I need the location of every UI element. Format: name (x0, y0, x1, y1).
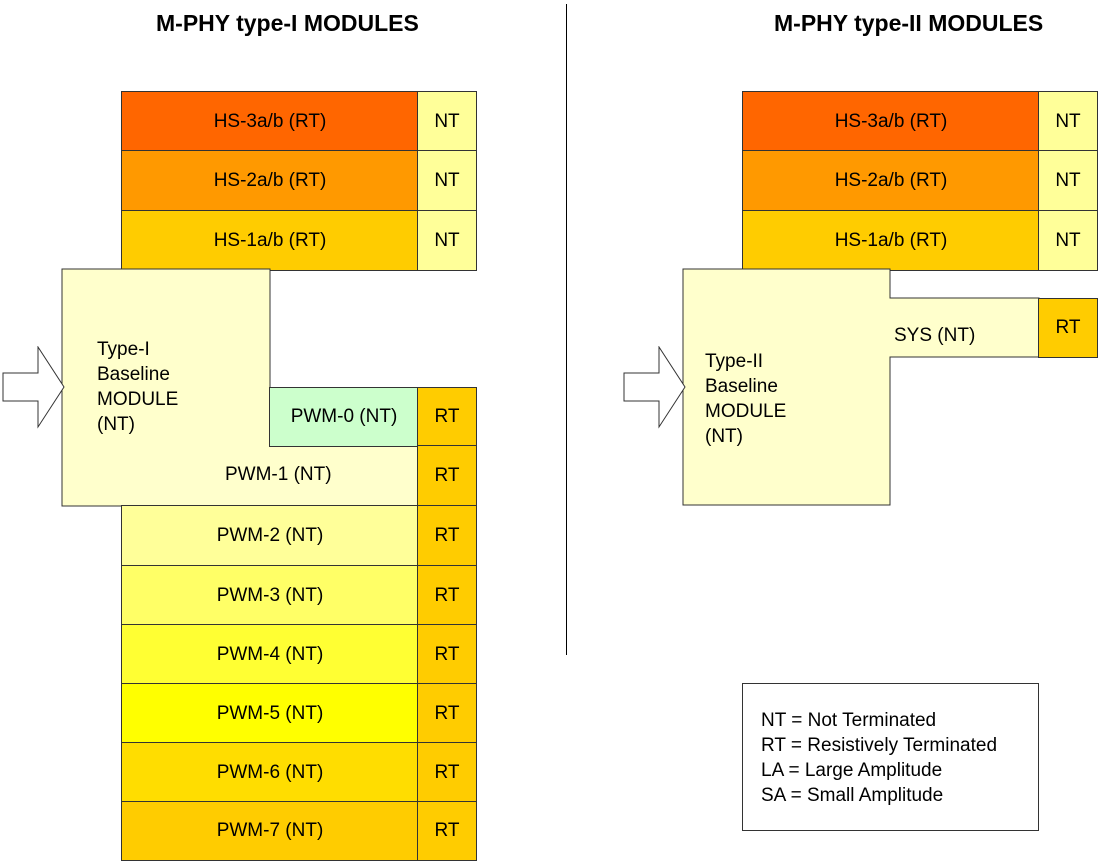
legend-item-la: LA = Large Amplitude (761, 760, 943, 781)
type1-pwm2-rt-cell: RT (417, 505, 477, 567)
type1-pwm1-label: PWM-1 (NT) (225, 464, 332, 485)
type1-hs1-block: HS-1a/b (RT) (121, 210, 419, 271)
type2-baseline-label: Type-II Baseline MODULE (NT) (705, 349, 786, 449)
type1-title: M-PHY type-I MODULES (156, 10, 419, 36)
type1-hs1-nt-cell: NT (417, 210, 477, 271)
type1-pwm1-rt-cell: RT (417, 445, 477, 507)
type1-pwm5-rt-cell: RT (417, 683, 477, 744)
type1-baseline-line-4: (NT) (97, 414, 135, 435)
type1-pwm6-block: PWM-6 (NT) (121, 742, 419, 803)
type2-baseline-line-3: MODULE (705, 401, 787, 422)
type2-hs1-nt-cell: NT (1038, 210, 1098, 271)
type2-hs3-nt-cell: NT (1038, 91, 1098, 152)
type1-pwm4-block: PWM-4 (NT) (121, 624, 419, 685)
type1-pwm4-rt-cell: RT (417, 624, 477, 685)
type1-pwm3-block: PWM-3 (NT) (121, 565, 419, 626)
type2-baseline-line-4: (NT) (705, 426, 743, 447)
type1-pwm0-block: PWM-0 (NT) (269, 387, 419, 447)
type1-hs3-block: HS-3a/b (RT) (121, 91, 419, 152)
type1-hs3-nt-cell: NT (417, 91, 477, 152)
legend-box: NT = Not Terminated RT = Resistively Ter… (742, 683, 1039, 831)
type2-sys-label: SYS (NT) (894, 325, 976, 346)
legend-item-rt: RT = Resistively Terminated (761, 735, 998, 756)
type1-pwm7-rt-cell: RT (417, 801, 477, 861)
section-divider (566, 4, 567, 655)
type1-pwm0-rt-cell: RT (417, 387, 477, 447)
type1-arrow-icon (2, 346, 65, 429)
type2-hs2-block: HS-2a/b (RT) (742, 150, 1040, 212)
type1-pwm6-rt-cell: RT (417, 742, 477, 803)
type1-hs2-nt-cell: NT (417, 150, 477, 212)
type1-baseline-line-3: MODULE (97, 389, 179, 410)
type2-baseline-line-1: Type-II (705, 351, 764, 372)
type1-baseline-line-1: Type-I (97, 339, 150, 360)
type1-baseline-label: Type-I Baseline MODULE (NT) (97, 337, 178, 437)
type2-hs3-block: HS-3a/b (RT) (742, 91, 1040, 152)
type2-baseline-line-2: Baseline (705, 376, 778, 397)
legend-item-sa: SA = Small Amplitude (761, 785, 944, 806)
type1-pwm2-block: PWM-2 (NT) (121, 505, 419, 567)
type2-hs1-block: HS-1a/b (RT) (742, 210, 1040, 271)
legend-item-nt: NT = Not Terminated (761, 710, 937, 731)
type2-arrow-icon (623, 346, 686, 429)
type1-pwm3-rt-cell: RT (417, 565, 477, 626)
type1-pwm5-block: PWM-5 (NT) (121, 683, 419, 744)
type1-pwm7-block: PWM-7 (NT) (121, 801, 419, 861)
type1-baseline-line-2: Baseline (97, 364, 170, 385)
type2-hs2-nt-cell: NT (1038, 150, 1098, 212)
type2-sys-rt-cell: RT (1038, 298, 1098, 358)
type1-hs2-block: HS-2a/b (RT) (121, 150, 419, 212)
type2-title: M-PHY type-II MODULES (774, 10, 1044, 36)
